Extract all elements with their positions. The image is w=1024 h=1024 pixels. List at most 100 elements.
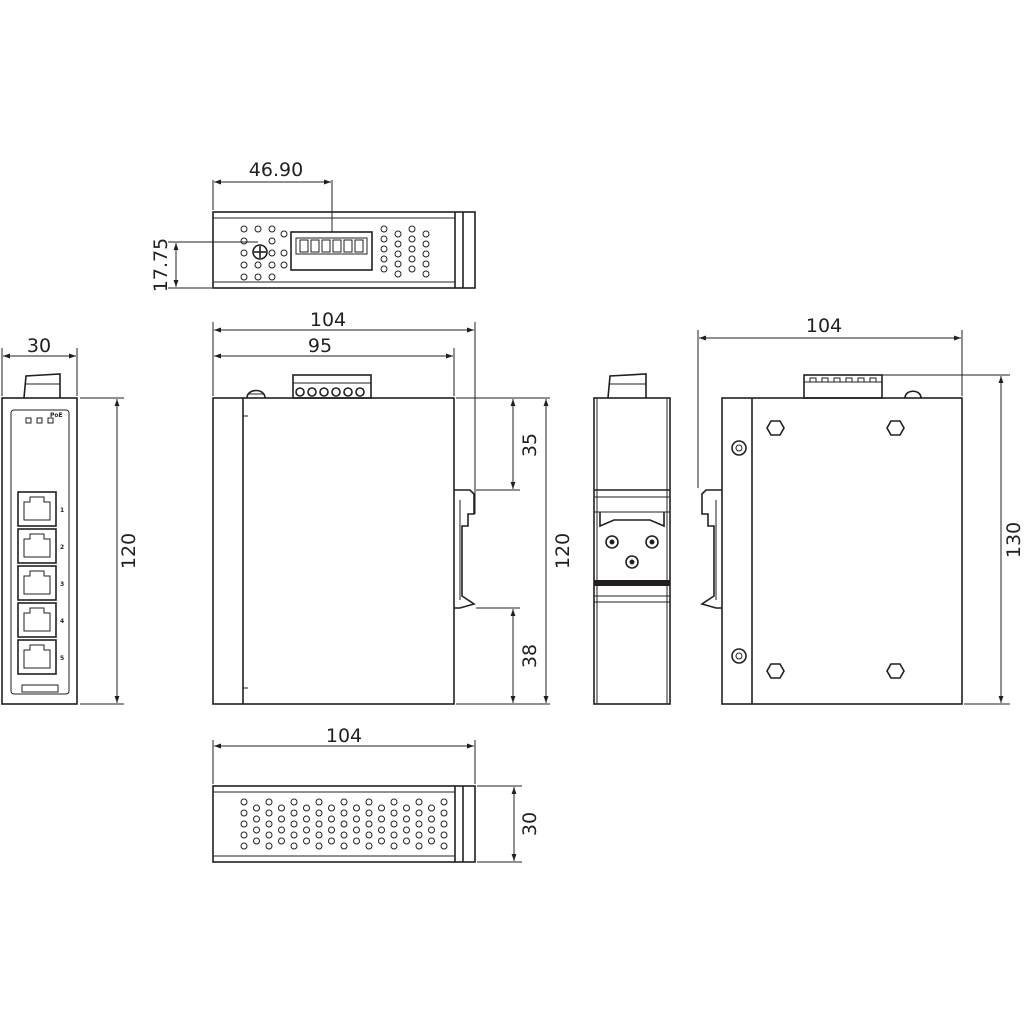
vent-hole [422, 270, 430, 278]
vent-hole [403, 826, 410, 834]
dim-side-lower-offset: 38 [519, 644, 541, 668]
vent-hole [394, 270, 402, 278]
vent-hole [240, 237, 248, 245]
vent-hole [278, 815, 285, 823]
vent-hole [440, 842, 448, 850]
ground-screw-icon [252, 244, 268, 260]
vent-hole [390, 831, 398, 839]
vent-hole [315, 820, 323, 828]
vent-hole [353, 837, 360, 845]
vent-holes-left [240, 225, 288, 281]
vent-hole [394, 240, 402, 248]
vent-hole [403, 815, 410, 823]
dim-side-upper-offset: 35 [519, 433, 541, 457]
vent-hole [394, 260, 402, 268]
dim-bottom-height: 30 [519, 812, 541, 836]
vent-hole [415, 820, 423, 828]
svg-text:PoE: PoE [50, 412, 63, 419]
vent-hole [253, 815, 260, 823]
ethernet-port: 2 [17, 528, 64, 564]
vent-hole [328, 815, 335, 823]
vent-hole [365, 831, 373, 839]
clip-screws [605, 535, 659, 569]
ethernet-port: 4 [17, 602, 64, 638]
vent-hole [408, 265, 416, 273]
vent-hole [253, 804, 260, 812]
vent-hole [265, 798, 273, 806]
vent-hole [328, 804, 335, 812]
front-view: PoE 1 2 3 4 5 30 120 [1, 335, 140, 705]
ethernet-ports: 1 2 3 4 5 [17, 491, 64, 675]
vent-hole [280, 261, 288, 269]
rear-view [593, 373, 671, 705]
vent-hole [390, 820, 398, 828]
vent-hole [378, 815, 385, 823]
vent-hole [328, 837, 335, 845]
port-number: 3 [60, 581, 64, 588]
vent-hole [440, 820, 448, 828]
port-number: 5 [60, 655, 64, 662]
dim-rear-width: 104 [806, 315, 842, 337]
vent-hole [268, 261, 276, 269]
vent-hole [280, 249, 288, 257]
vent-hole [340, 809, 348, 817]
vent-hole [428, 837, 435, 845]
vent-hole [415, 831, 423, 839]
vent-hole [278, 837, 285, 845]
vent-hole [340, 820, 348, 828]
vent-hole [422, 250, 430, 258]
vent-hole [315, 809, 323, 817]
port-number: 2 [60, 544, 64, 551]
vent-hole [268, 249, 276, 257]
vent-hole [380, 255, 388, 263]
vent-hole [440, 831, 448, 839]
vent-hole [408, 255, 416, 263]
vent-hole [268, 237, 276, 245]
vent-hole [290, 831, 298, 839]
vent-hole [422, 240, 430, 248]
vent-hole [380, 245, 388, 253]
vent-hole [240, 261, 248, 269]
led-indicators: PoE [25, 412, 63, 424]
vent-hole [390, 809, 398, 817]
terminal-block-top [290, 231, 373, 271]
vent-hole [390, 798, 398, 806]
terminal-block-side [292, 374, 372, 399]
vent-hole [303, 804, 310, 812]
vent-hole [240, 225, 248, 233]
vent-hole [378, 837, 385, 845]
vent-hole [403, 837, 410, 845]
vent-hole [340, 831, 348, 839]
vent-hole [328, 826, 335, 834]
vent-hole [415, 842, 423, 850]
vent-hole [428, 815, 435, 823]
vent-hole [422, 230, 430, 238]
port-number: 1 [60, 507, 64, 514]
vent-hole [280, 230, 288, 238]
dim-top-height: 17.75 [150, 238, 172, 292]
vent-hole [254, 273, 262, 281]
vent-hole [353, 804, 360, 812]
vent-hole [340, 798, 348, 806]
vent-hole [268, 225, 276, 233]
vent-hole [380, 235, 388, 243]
vent-hole [290, 842, 298, 850]
vent-hole [290, 798, 298, 806]
vent-hole [408, 235, 416, 243]
vent-hole [422, 260, 430, 268]
vent-hole [265, 809, 273, 817]
vent-hole [254, 261, 262, 269]
vent-hole [278, 826, 285, 834]
mount-holes [731, 440, 747, 664]
vent-hole [415, 798, 423, 806]
vent-hole [408, 245, 416, 253]
dim-top-width: 46.90 [249, 159, 303, 181]
vent-holes-right [380, 225, 430, 278]
ethernet-port: 3 [17, 565, 64, 601]
dim-front-width: 30 [27, 335, 51, 357]
vent-hole [378, 826, 385, 834]
vent-hole [303, 826, 310, 834]
vent-hole [378, 804, 385, 812]
vent-hole [253, 837, 260, 845]
dim-front-height: 120 [118, 533, 140, 569]
